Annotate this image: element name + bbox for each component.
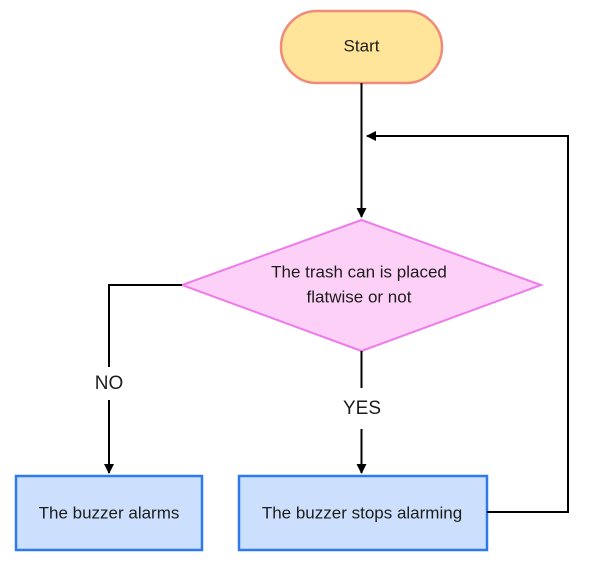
connector-no-upper [108,284,182,367]
yes-branch: YES [343,351,381,474]
decision-node: The trash can is placed flatwise or not [179,218,544,353]
decision-shape [179,218,544,353]
alarm-label: The buzzer alarms [39,503,180,522]
decision-label-line-2: flatwise or not [307,287,412,306]
decision-label-line-1: The trash can is placed [271,262,447,281]
alarm-node: The buzzer alarms [14,474,204,552]
alarm-shape [14,474,204,552]
start-node: Start [279,9,444,85]
yes-label: YES [343,398,381,419]
no-branch: NO [95,284,182,474]
stop-label: The buzzer stops alarming [262,503,462,522]
no-label: NO [95,373,124,394]
stop-node: The buzzer stops alarming [237,474,489,552]
start-label: Start [344,36,380,55]
stop-shape [237,474,489,552]
arrow-loop-back [366,131,569,513]
